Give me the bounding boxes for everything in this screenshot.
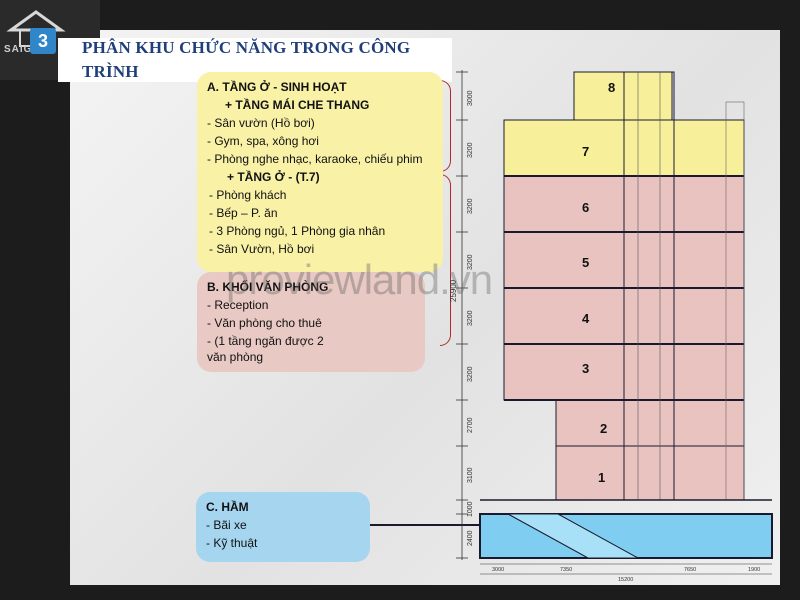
floor-number-2: 2 xyxy=(600,421,607,436)
floor-number-5: 5 xyxy=(582,255,589,270)
section-number-badge: 3 xyxy=(30,28,56,54)
floor-number-1: 1 xyxy=(598,470,605,485)
panel-a-heading: A. TẦNG Ở - SINH HOẠT xyxy=(207,80,347,94)
page-title: PHÂN KHU CHỨC NĂNG TRONG CÔNG TRÌNH xyxy=(82,38,411,81)
floor-height-label: 3100 xyxy=(467,467,474,483)
total-height-label: 25900 xyxy=(449,279,458,302)
floor-number-4: 4 xyxy=(582,311,590,326)
bottom-dim-label: 1900 xyxy=(748,567,760,573)
panel-b-heading: B. KHỐI VĂN PHÒNG xyxy=(207,280,329,294)
panel-a-subheading: + TẦNG Ở - (T.7) xyxy=(227,170,320,184)
floor-number-3: 3 xyxy=(582,361,589,376)
floor-height-label: 3200 xyxy=(467,254,474,270)
building-section-drawing: 3000 3200 3200 3200 3200 3200 2700 3100 1000 2400… xyxy=(449,70,773,582)
list-item: - Phòng khách xyxy=(209,188,287,202)
logo-text: SAIGON xyxy=(4,44,50,55)
list-item: - (1 tầng ngăn được 2 xyxy=(207,334,324,348)
panel-office: B. KHỐI VĂN PHÒNG - Reception - Văn phòn… xyxy=(197,272,425,372)
list-item: - Kỹ thuật xyxy=(206,536,258,550)
bottom-total-label: 15200 xyxy=(618,577,633,582)
list-item: văn phòng xyxy=(207,350,264,364)
bottom-dim-label: 7650 xyxy=(684,567,696,573)
watermark: proviewland.vn xyxy=(226,256,493,303)
list-item: - Sân vườn (Hồ bơi) xyxy=(207,116,315,130)
floor-height-label: 3200 xyxy=(467,310,474,326)
panel-c-heading: C. HẦM xyxy=(206,500,249,514)
floor-height-label: 2400 xyxy=(467,530,474,546)
panel-basement: C. HẦM - Bãi xe - Kỹ thuật xyxy=(196,492,370,562)
left-frame xyxy=(0,0,70,600)
floor-number-8: 8 xyxy=(608,80,615,95)
bottom-dim-label: 7350 xyxy=(560,567,572,573)
list-item: - Văn phòng cho thuê xyxy=(207,316,322,330)
floor-height-label: 3200 xyxy=(467,142,474,158)
floor-height-label: 3200 xyxy=(467,198,474,214)
panel-residential: A. TẦNG Ở - SINH HOẠT + TẦNG MÁI CHE THA… xyxy=(197,72,443,272)
floor-height-label: 3000 xyxy=(467,90,474,106)
bottom-dim-label: 3000 xyxy=(492,567,504,573)
floor-height-label: 3200 xyxy=(467,366,474,382)
floor-height-label: 2700 xyxy=(467,417,474,433)
list-item: - Reception xyxy=(207,298,269,312)
floor-number-6: 6 xyxy=(582,200,589,215)
list-item: - 3 Phòng ngủ, 1 Phòng gia nhân xyxy=(209,224,386,238)
list-item: - Bếp – P. ăn xyxy=(209,206,278,220)
list-item: - Gym, spa, xông hơi xyxy=(207,134,319,148)
floor-height-label: 1000 xyxy=(467,501,474,517)
panel-a-subheading: + TẦNG MÁI CHE THANG xyxy=(225,98,370,112)
right-frame xyxy=(780,0,800,600)
list-item: - Sân Vườn, Hồ bơi xyxy=(209,242,315,256)
list-item: - Phòng nghe nhạc, karaoke, chiếu phim xyxy=(207,152,423,166)
list-item: - Bãi xe xyxy=(206,518,247,532)
basement-connector-line xyxy=(370,524,488,526)
floor-number-7: 7 xyxy=(582,144,589,159)
